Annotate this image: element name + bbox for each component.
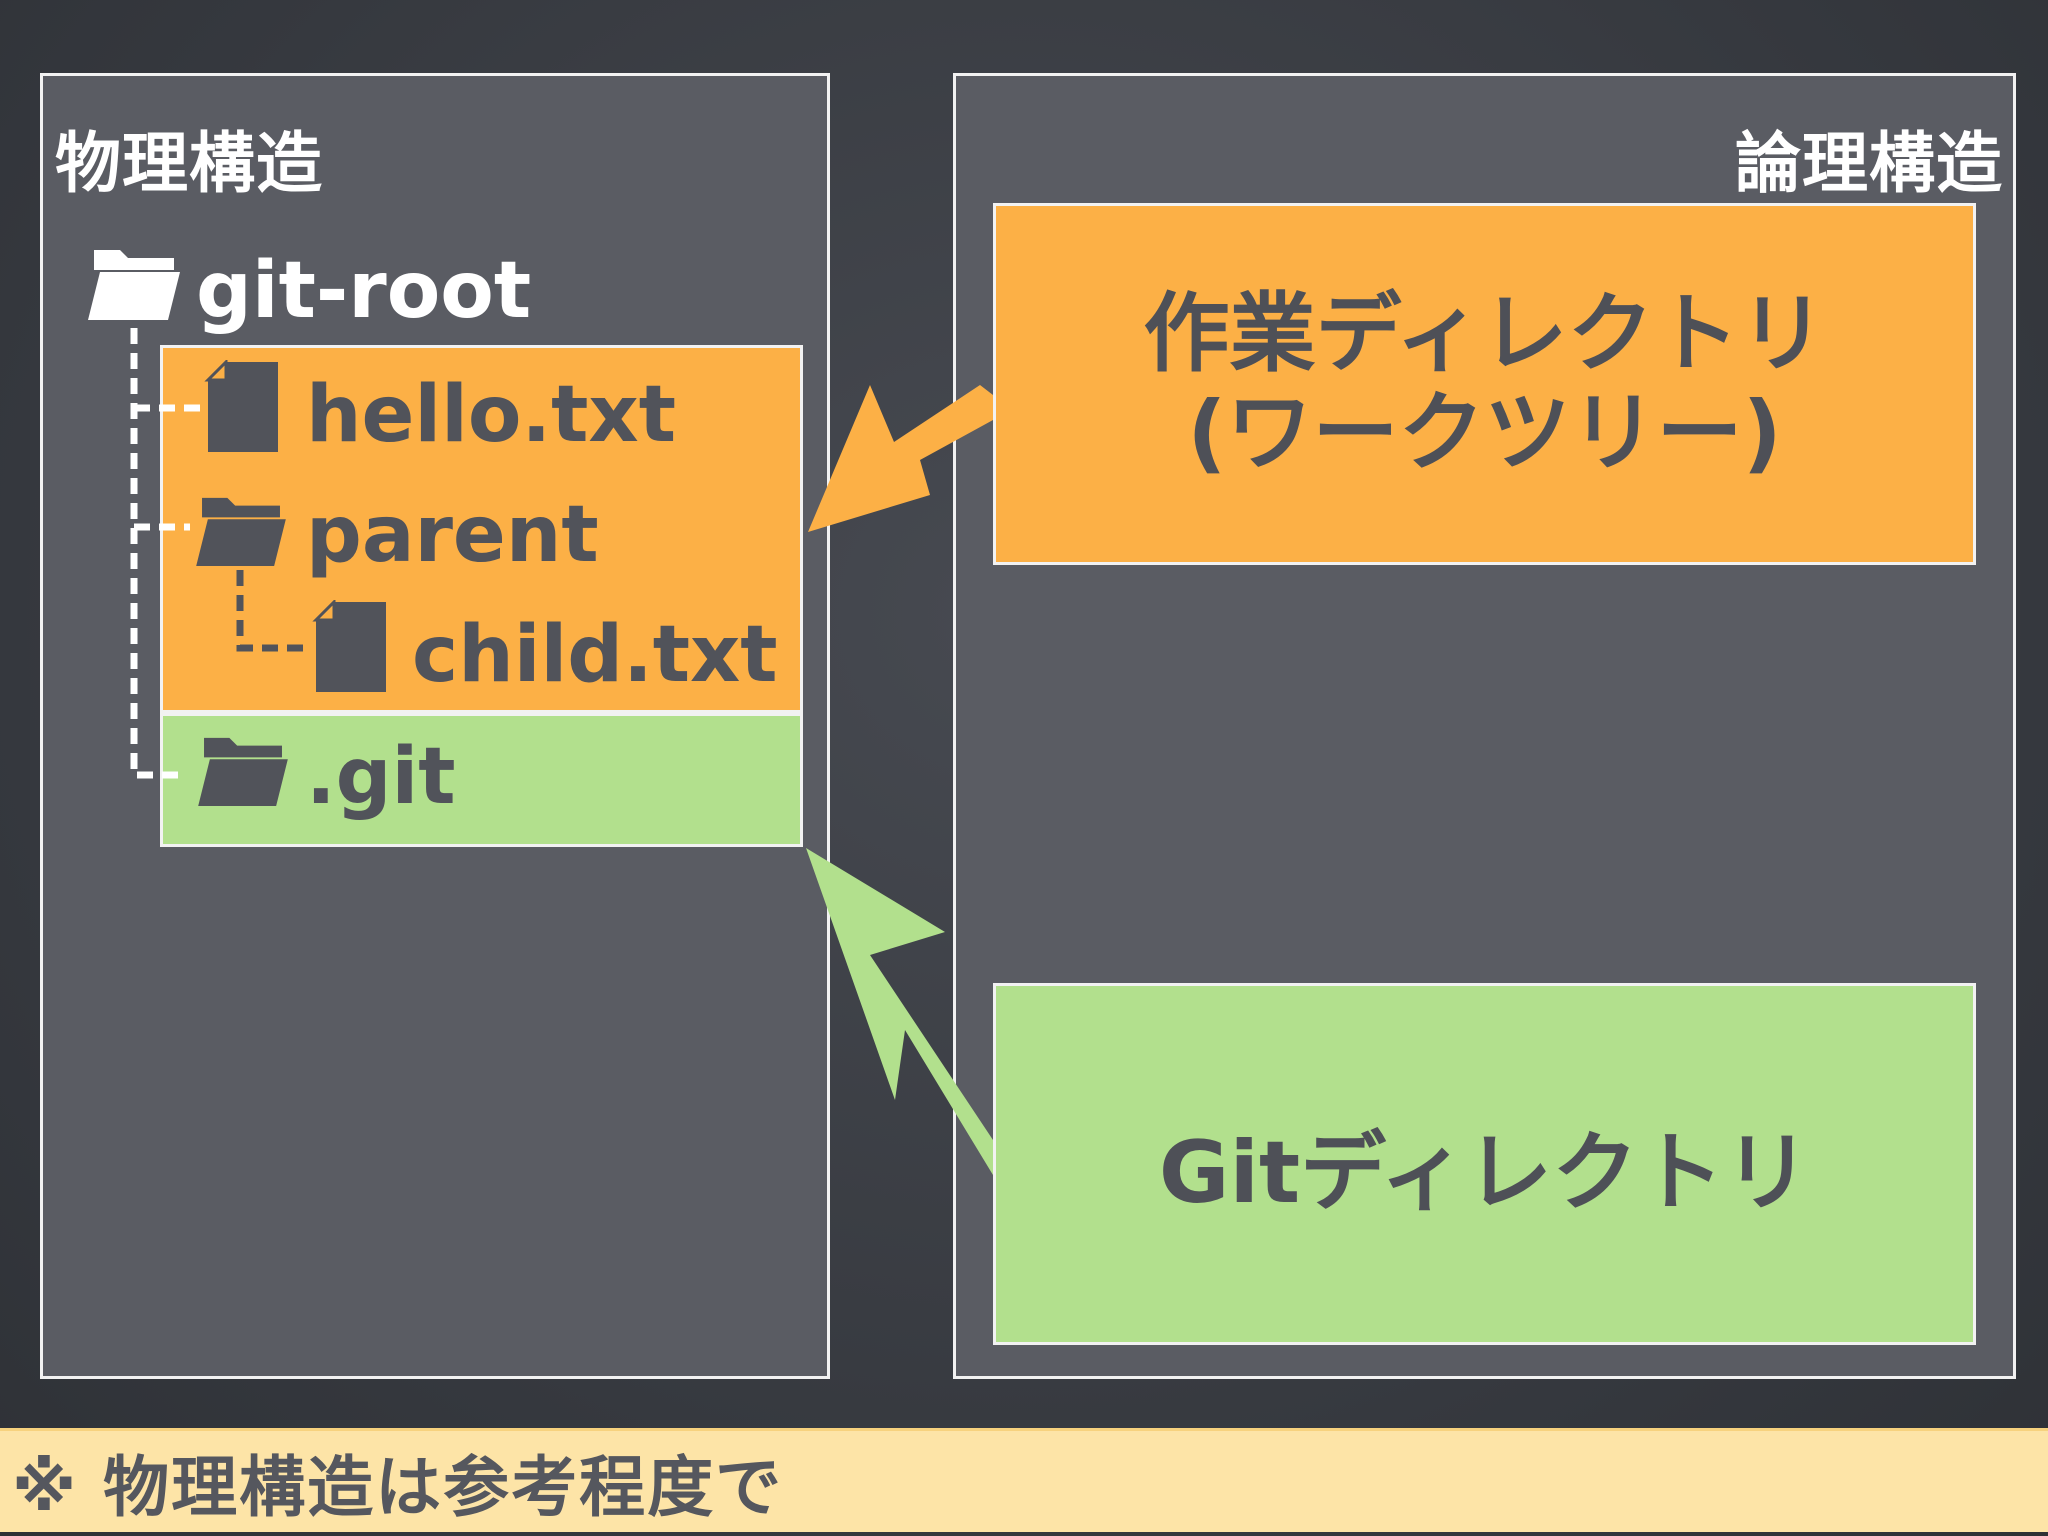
physical-structure-title: 物理構造	[55, 125, 323, 202]
tree-root-label: git-root	[196, 246, 532, 336]
worktree-box: 作業ディレクトリ (ワークツリー)	[993, 203, 1976, 565]
file-icon	[312, 600, 386, 692]
folder-icon	[196, 497, 286, 567]
tree-child-label: child.txt	[412, 610, 778, 700]
worktree-arrow	[808, 385, 993, 532]
tree-gitdir-label: .git	[306, 732, 456, 822]
file-icon	[204, 360, 278, 452]
git-directory-box: Gitディレクトリ	[993, 983, 1976, 1345]
child-branch-line	[236, 570, 310, 652]
footer-note-bar: ※ 物理構造は参考程度で	[0, 1428, 2048, 1532]
worktree-subtitle: (ワークツリー)	[1187, 383, 1782, 483]
folder-icon	[198, 737, 288, 807]
folder-icon	[88, 250, 180, 320]
footer-note: ※ 物理構造は参考程度で	[12, 1448, 784, 1526]
logical-structure-title: 論理構造	[1735, 125, 2003, 202]
root-trunk-line	[130, 328, 180, 779]
git-directory-title: Gitディレクトリ	[1158, 1122, 1811, 1223]
worktree-title: 作業ディレクトリ	[1143, 284, 1826, 385]
tree-hello-label: hello.txt	[306, 370, 677, 460]
tree-parent-label: parent	[306, 490, 599, 580]
git-arrow	[806, 848, 993, 1175]
